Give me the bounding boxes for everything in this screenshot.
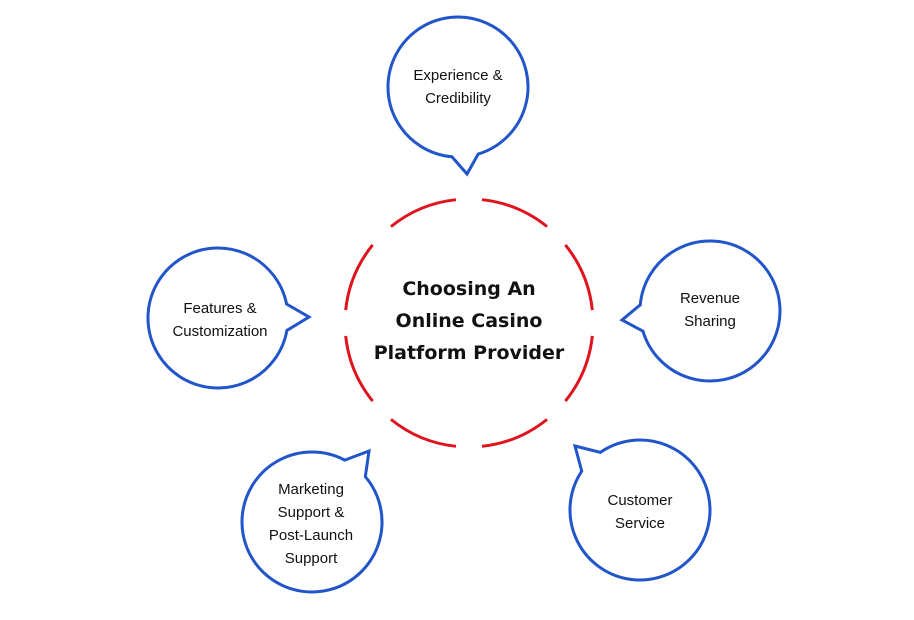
center-title-line-2: Online Casino xyxy=(395,310,543,332)
center-ring xyxy=(344,198,594,448)
center-ring-arc xyxy=(481,198,548,228)
center-title: Choosing An Online Casino Platform Provi… xyxy=(338,256,600,386)
center-ring-arc xyxy=(390,198,457,228)
bubble-features-line-1: Features & xyxy=(183,300,257,317)
center-ring-arc xyxy=(344,335,374,402)
bubble-customer-line-1: Customer xyxy=(607,492,673,509)
bubble-marketing-line-3: Post-Launch xyxy=(268,527,354,544)
center-ring-arc xyxy=(564,244,594,311)
bubble-marketing-line-1: Marketing xyxy=(278,481,344,498)
speech-bubble-marketing xyxy=(240,448,384,594)
bubble-label-features: Features & Customization xyxy=(145,273,295,367)
bubble-features-line-2: Customization xyxy=(172,323,268,340)
center-ring-arc xyxy=(481,418,548,448)
center-ring-arc xyxy=(564,335,594,402)
bubble-experience-line-2: Credibility xyxy=(425,90,491,107)
bubble-customer-line-2: Service xyxy=(614,515,666,532)
center-title-line-3: Platform Provider xyxy=(373,342,565,364)
bubble-label-revenue: Revenue Sharing xyxy=(640,263,780,357)
bubble-label-marketing: Marketing Support & Post-Launch Support xyxy=(240,468,382,580)
bubble-label-experience: Experience & Credibility xyxy=(378,40,538,134)
speech-bubble-features xyxy=(146,246,312,390)
center-ring-arc xyxy=(344,244,374,311)
center-title-line-1: Choosing An xyxy=(402,278,536,300)
bubble-revenue-line-1: Revenue xyxy=(679,290,741,307)
speech-bubble-experience xyxy=(386,15,530,177)
bubble-label-customer: Customer Service xyxy=(570,465,710,559)
bubble-marketing-line-2: Support & xyxy=(277,504,345,521)
center-ring-arc xyxy=(390,418,457,448)
bubble-revenue-line-2: Sharing xyxy=(684,313,736,330)
speech-bubble-customer xyxy=(568,438,712,582)
bubble-marketing-line-4: Support xyxy=(284,550,338,567)
bubble-shapes xyxy=(146,15,782,594)
bubble-experience-line-1: Experience & xyxy=(413,67,503,84)
speech-bubble-revenue xyxy=(619,239,782,383)
